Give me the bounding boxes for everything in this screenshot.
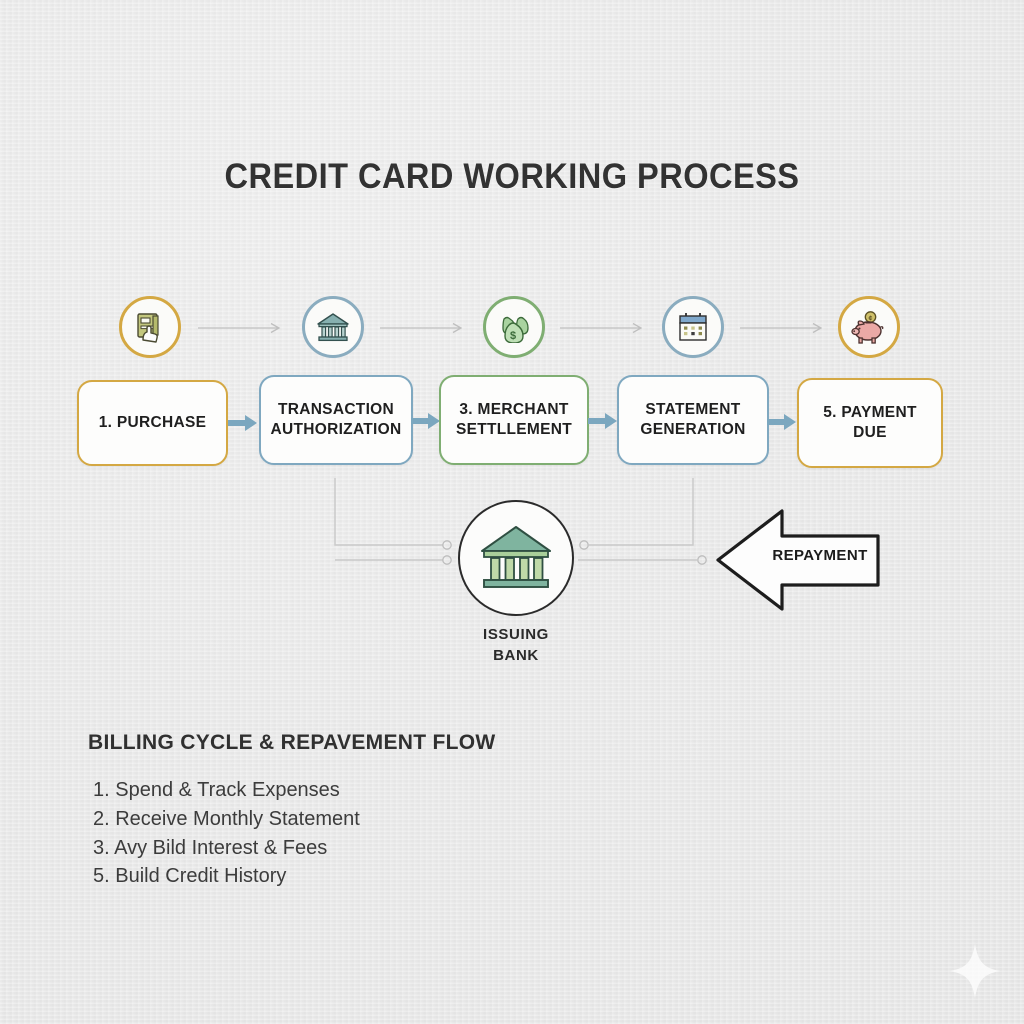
icon-circle-payment-due: ¢ bbox=[838, 296, 900, 358]
step-label: 5. PAYMENT DUE bbox=[823, 404, 917, 441]
list-item: 5. Build Credit History bbox=[93, 865, 287, 888]
flow-connector-2 bbox=[380, 321, 468, 334]
step-arrow-1 bbox=[228, 413, 257, 433]
svg-text:$: $ bbox=[510, 330, 516, 342]
step-box-statement[interactable]: STATEMENT GENERATION bbox=[617, 375, 769, 465]
issuing-bank-label: ISSUING BANK bbox=[483, 626, 549, 665]
step-label: 3. MERCHANT SETTLLEMENT bbox=[455, 401, 573, 438]
card-payment-icon bbox=[133, 310, 167, 344]
list-item: 3. Avy Bild Interest & Fees bbox=[93, 836, 328, 859]
flow-connector-1 bbox=[198, 321, 286, 334]
step-arrow-4 bbox=[767, 412, 796, 432]
list-item: 2. Receive Monthly Statement bbox=[93, 807, 360, 830]
step-box-payment-due[interactable]: 5. PAYMENT DUE bbox=[797, 378, 943, 468]
icon-circle-settlement: $ bbox=[483, 296, 545, 358]
issuing-bank-node[interactable] bbox=[458, 500, 574, 616]
repayment-arrow bbox=[712, 503, 892, 620]
icon-circle-purchase bbox=[119, 296, 181, 358]
icon-circle-authorization bbox=[302, 296, 364, 358]
step-box-settlement[interactable]: 3. MERCHANT SETTLLEMENT bbox=[439, 375, 589, 465]
step-label: 1. PURCHASE bbox=[98, 414, 207, 432]
sparkle-icon bbox=[948, 942, 1002, 1005]
step-arrow-2 bbox=[411, 411, 440, 431]
page-title: CREDIT CARD WORKING PROCESS bbox=[224, 157, 800, 196]
step-box-authorization[interactable]: TRANSACTION AUTHORIZATION bbox=[259, 375, 413, 465]
piggy-bank-icon: ¢ bbox=[851, 310, 887, 344]
money-bags-icon: $ bbox=[496, 311, 532, 343]
repayment-label: REPAYMENT bbox=[772, 547, 868, 564]
step-label: TRANSACTION AUTHORIZATION bbox=[270, 401, 402, 438]
flow-connector-4 bbox=[740, 321, 828, 334]
bank-icon bbox=[316, 311, 350, 343]
icon-circle-statement bbox=[662, 296, 724, 358]
svg-text:¢: ¢ bbox=[869, 316, 873, 323]
step-label: STATEMENT GENERATION bbox=[640, 401, 746, 438]
step-arrow-3 bbox=[588, 411, 617, 431]
step-box-purchase[interactable]: 1. PURCHASE bbox=[77, 380, 228, 466]
list-item: 1. Spend & Track Expenses bbox=[93, 779, 340, 801]
billing-steps-list: 1. Spend & Track Expenses 2. Receive Mon… bbox=[93, 776, 360, 891]
bank-building-icon bbox=[478, 521, 554, 596]
calendar-icon bbox=[677, 311, 709, 343]
flow-connector-3 bbox=[560, 321, 648, 334]
billing-section-heading: BILLING CYCLE & REPAVEMENT FLOW bbox=[88, 731, 496, 754]
